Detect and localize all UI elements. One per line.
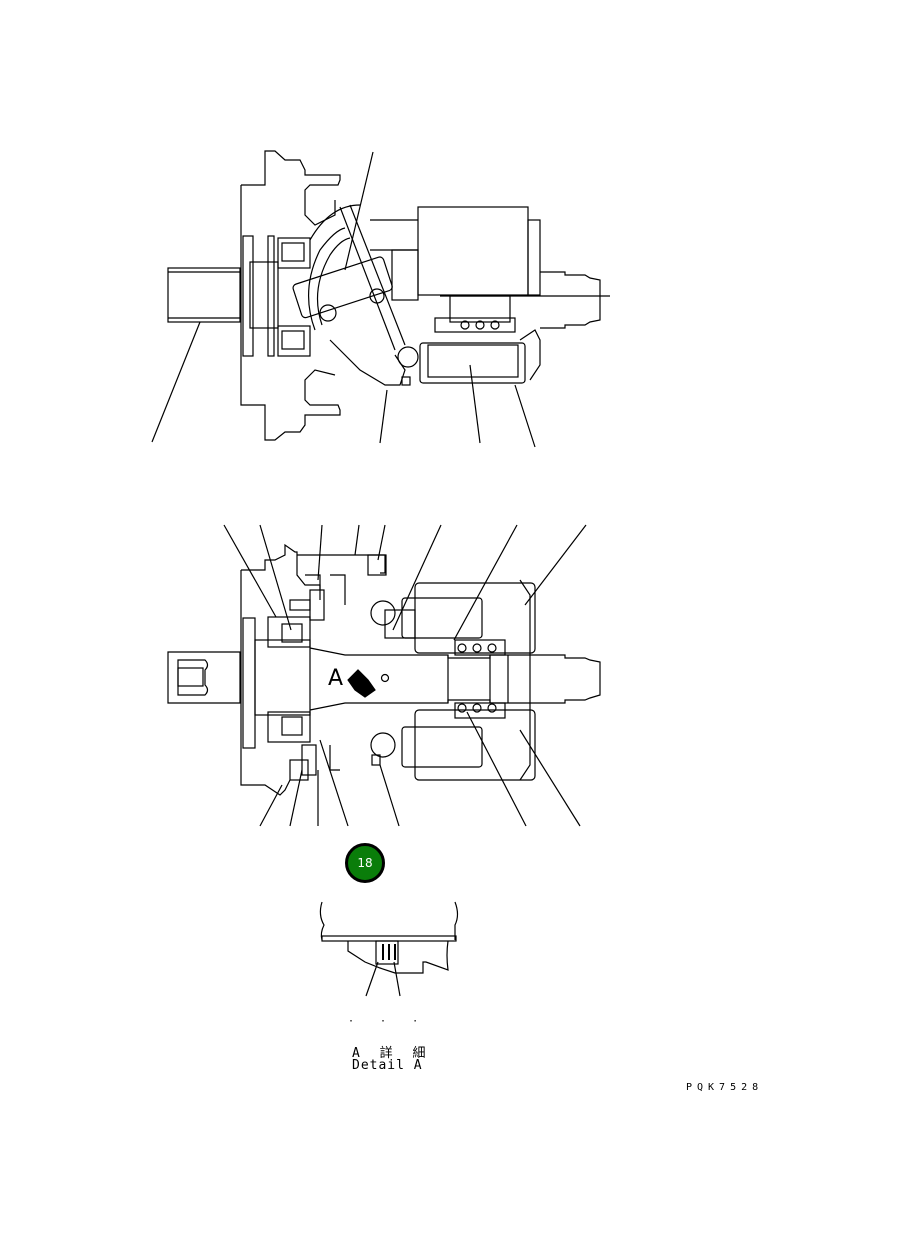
detail-caption-en: Detail A xyxy=(352,1058,423,1073)
detail-caption-jp: A 詳 細 xyxy=(352,1046,432,1061)
detail-a-view xyxy=(319,901,459,997)
callout-badge[interactable]: 18 xyxy=(345,843,385,883)
separator-dots: · · · xyxy=(348,1016,429,1027)
top-section-view xyxy=(151,150,610,448)
bottom-section-view: A xyxy=(167,524,601,827)
svg-text:A: A xyxy=(328,666,343,691)
drawing-code: PQK7528 xyxy=(686,1082,764,1093)
